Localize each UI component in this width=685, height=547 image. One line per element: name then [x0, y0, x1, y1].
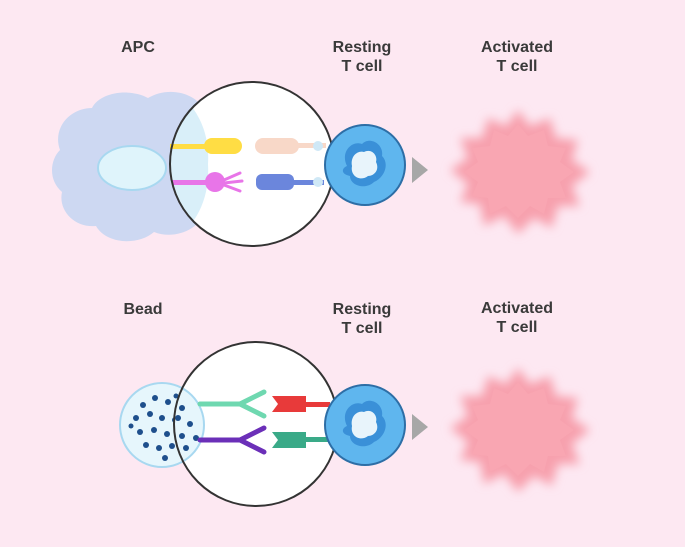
activated-t-cell-1 — [450, 110, 590, 234]
apc-label: APC — [121, 39, 155, 56]
apc-nucleus — [97, 145, 167, 191]
panel-apc — [52, 81, 590, 247]
activated-t-cell-2 — [450, 368, 590, 492]
anti-cd3-antibody — [197, 389, 267, 419]
resting-t-cell-2 — [324, 384, 406, 466]
resting-t-cell-label-1: Resting T cell — [332, 39, 392, 75]
cd3-molecule — [272, 396, 330, 412]
zoom-circle-apc — [169, 81, 335, 247]
activated-t-cell-label-2: Activated T cell — [480, 300, 554, 336]
resting-t-cell-1 — [324, 124, 406, 206]
cd28-receptor — [272, 432, 330, 448]
mhc-molecule — [170, 138, 242, 154]
bead-label: Bead — [123, 301, 163, 318]
cd80-molecule — [172, 171, 244, 193]
activation-arrow-2 — [412, 414, 428, 440]
activated-t-cell-label-1: Activated T cell — [480, 39, 554, 75]
panel-bead — [119, 341, 590, 507]
anti-cd28-antibody — [197, 425, 267, 455]
activation-arrow-1 — [412, 157, 428, 183]
cd28-molecule — [256, 174, 324, 190]
tcr-molecule — [255, 138, 326, 154]
resting-t-cell-label-2: Resting T cell — [332, 301, 392, 337]
zoom-circle-bead — [173, 341, 339, 507]
